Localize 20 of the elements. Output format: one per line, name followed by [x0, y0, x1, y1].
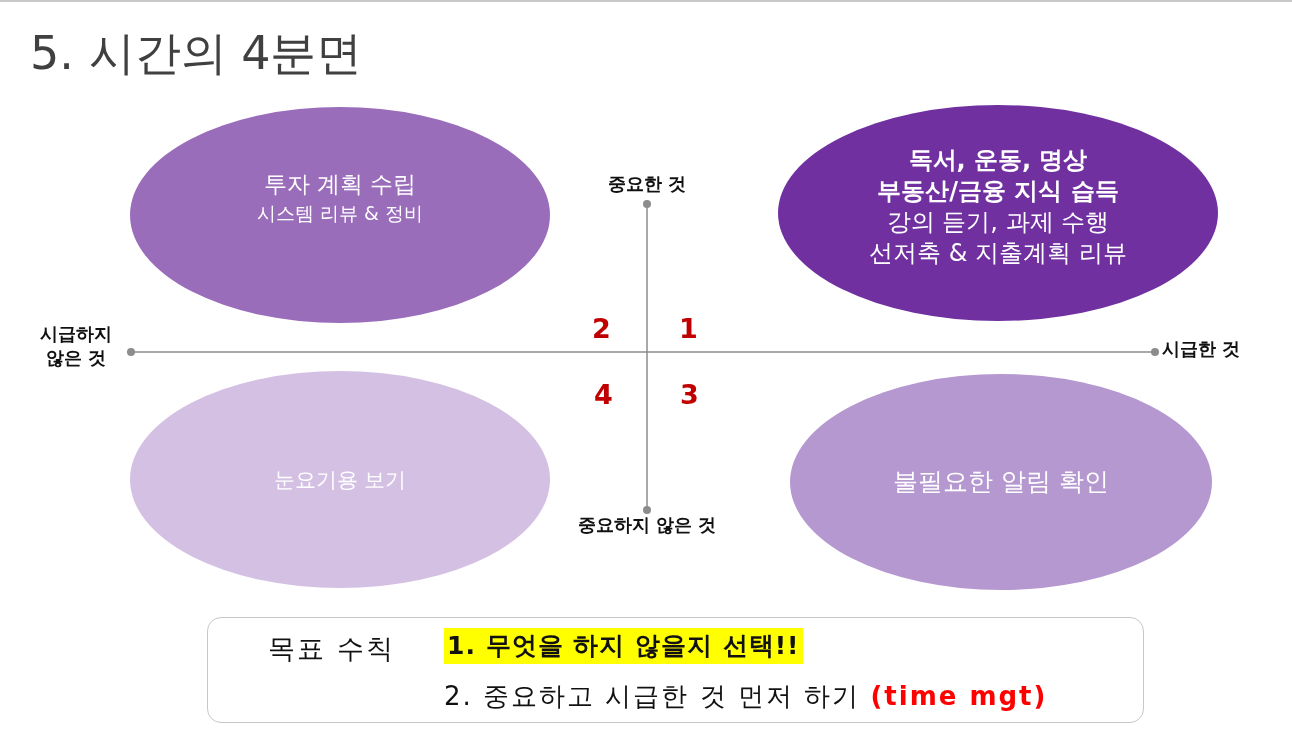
axis-label: 중요한 것	[606, 172, 688, 196]
rule-text: 2. 중요하고 시급한 것 먼저 하기 (time mgt)	[444, 680, 1048, 713]
ellipse-heading: 부동산/금융 지식 습득	[877, 176, 1119, 207]
ellipse-text: 선저축 & 지출계획 리뷰	[869, 238, 1127, 269]
slide-title: 5. 시간의 4분면	[30, 26, 363, 82]
axis-label: 시급한 것	[1162, 337, 1242, 361]
goal-heading: 목표 수칙	[268, 632, 395, 666]
ellipse-text: 강의 듣기, 과제 수행	[886, 207, 1110, 238]
ellipse-heading: 독서, 운동, 명상	[908, 145, 1088, 176]
ellipse-heading: 투자 계획 수립	[263, 169, 417, 199]
ellipse-text: 눈요기용 보기	[273, 466, 407, 494]
axis-label: 중요하지 않은 것	[576, 513, 718, 537]
ellipse-text: 시스템 리뷰 & 정비	[257, 200, 423, 226]
quadrant-number: 3	[680, 381, 699, 408]
ellipse-text: 불필요한 알림 확인	[893, 466, 1109, 498]
quadrant-number: 1	[679, 315, 698, 342]
quadrant-number: 4	[594, 381, 613, 408]
axis-label: 시급하지 않은 것	[39, 322, 113, 371]
quadrant-number: 2	[592, 315, 611, 342]
goal-panel	[207, 617, 1144, 723]
